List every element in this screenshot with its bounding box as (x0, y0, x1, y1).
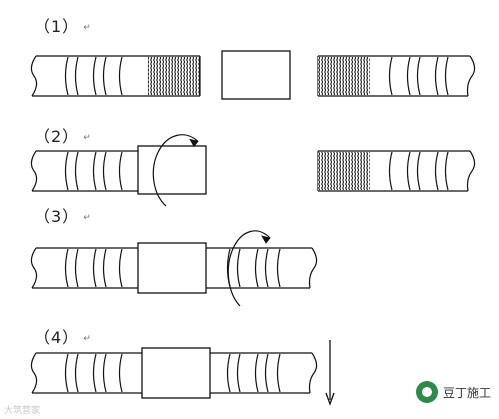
coupler-sleeve (137, 242, 207, 294)
rebar-rib (92, 151, 97, 191)
return-mark-icon: ↵ (83, 132, 92, 143)
rebar-rib (434, 151, 439, 191)
step-1-drawing (30, 50, 476, 100)
rebar-rib (276, 248, 281, 288)
rebar-rib (102, 56, 107, 96)
rebar-cut-end (30, 247, 38, 289)
step-4-number: （4） (34, 328, 80, 347)
rebar-rib (102, 151, 107, 191)
coupler-sleeve (141, 347, 211, 399)
arrow-head-icon (261, 235, 271, 244)
rebar-rib (92, 248, 97, 288)
step-3-label: （3）↵ (34, 203, 92, 227)
step-3-number: （3） (34, 207, 80, 226)
rebar-rib (64, 56, 69, 96)
rebar-rib (444, 151, 449, 191)
rebar-rib (434, 56, 439, 96)
rebar-cut-end (30, 352, 38, 394)
rebar-rib (64, 248, 69, 288)
rotation-arrow (227, 230, 271, 307)
rebar-rib (388, 56, 393, 96)
return-mark-icon: ↵ (83, 212, 92, 223)
rebar-rib (74, 353, 79, 393)
thread-section (318, 57, 370, 95)
down-arrow-icon (325, 392, 335, 406)
rebar-rib (254, 353, 259, 393)
return-mark-icon: ↵ (83, 333, 92, 344)
rebar-cut-end (30, 150, 38, 192)
rebar-rib (118, 353, 123, 393)
step-2-drawing (30, 134, 476, 207)
brand-logo-icon (415, 381, 438, 403)
rebar-rib (64, 151, 69, 191)
rebar-cut-end (30, 55, 38, 97)
coupler-sleeve (221, 50, 291, 100)
step-2-label: （2）↵ (34, 123, 92, 147)
step-1-number: （1） (34, 17, 80, 36)
step-3-drawing (30, 230, 318, 307)
rebar-rib (102, 248, 107, 288)
rebar-rib (264, 353, 269, 393)
watermark-right: 豆丁施工 (415, 381, 491, 403)
rebar-rib (92, 353, 97, 393)
rebar-rib (74, 151, 79, 191)
step-4-label: （4）↵ (34, 324, 92, 348)
thread-section (148, 57, 200, 95)
rebar-rib (118, 56, 123, 96)
watermark-left: 大筑营家 (4, 406, 41, 416)
rebar-cut-end (308, 352, 318, 394)
step-1-label: （1）↵ (34, 13, 92, 37)
rebar-rib (254, 248, 259, 288)
rebar-rib (92, 56, 97, 96)
rebar-rib (388, 151, 393, 191)
rotation-arrow (152, 134, 199, 207)
rebar-rib (264, 248, 269, 288)
rebar-rib (74, 56, 79, 96)
rebar-rib (416, 56, 421, 96)
watermark-right-text: 豆丁施工 (442, 385, 491, 400)
step-2-number: （2） (34, 127, 80, 146)
rebar-rib (276, 353, 281, 393)
rebar-rib (236, 353, 241, 393)
step-4-drawing (30, 340, 335, 406)
rebar-rib (74, 248, 79, 288)
return-mark-icon: ↵ (83, 22, 92, 33)
coupler-sleeve (137, 145, 207, 195)
thread-section (318, 152, 370, 190)
rebar-rib (118, 151, 123, 191)
rebar-rib (118, 248, 123, 288)
rebar-cut-end (466, 150, 476, 192)
rebar-rib (102, 353, 107, 393)
rebar-rib (226, 353, 231, 393)
rebar-rib (416, 151, 421, 191)
rebar-cut-end (466, 55, 476, 97)
rebar-rib (236, 248, 241, 288)
rebar-rib (64, 353, 69, 393)
rebar-rib (406, 151, 411, 191)
arrow-head-icon (189, 138, 199, 148)
rebar-rib (444, 56, 449, 96)
rebar-cut-end (308, 247, 318, 289)
rebar-rib (406, 56, 411, 96)
